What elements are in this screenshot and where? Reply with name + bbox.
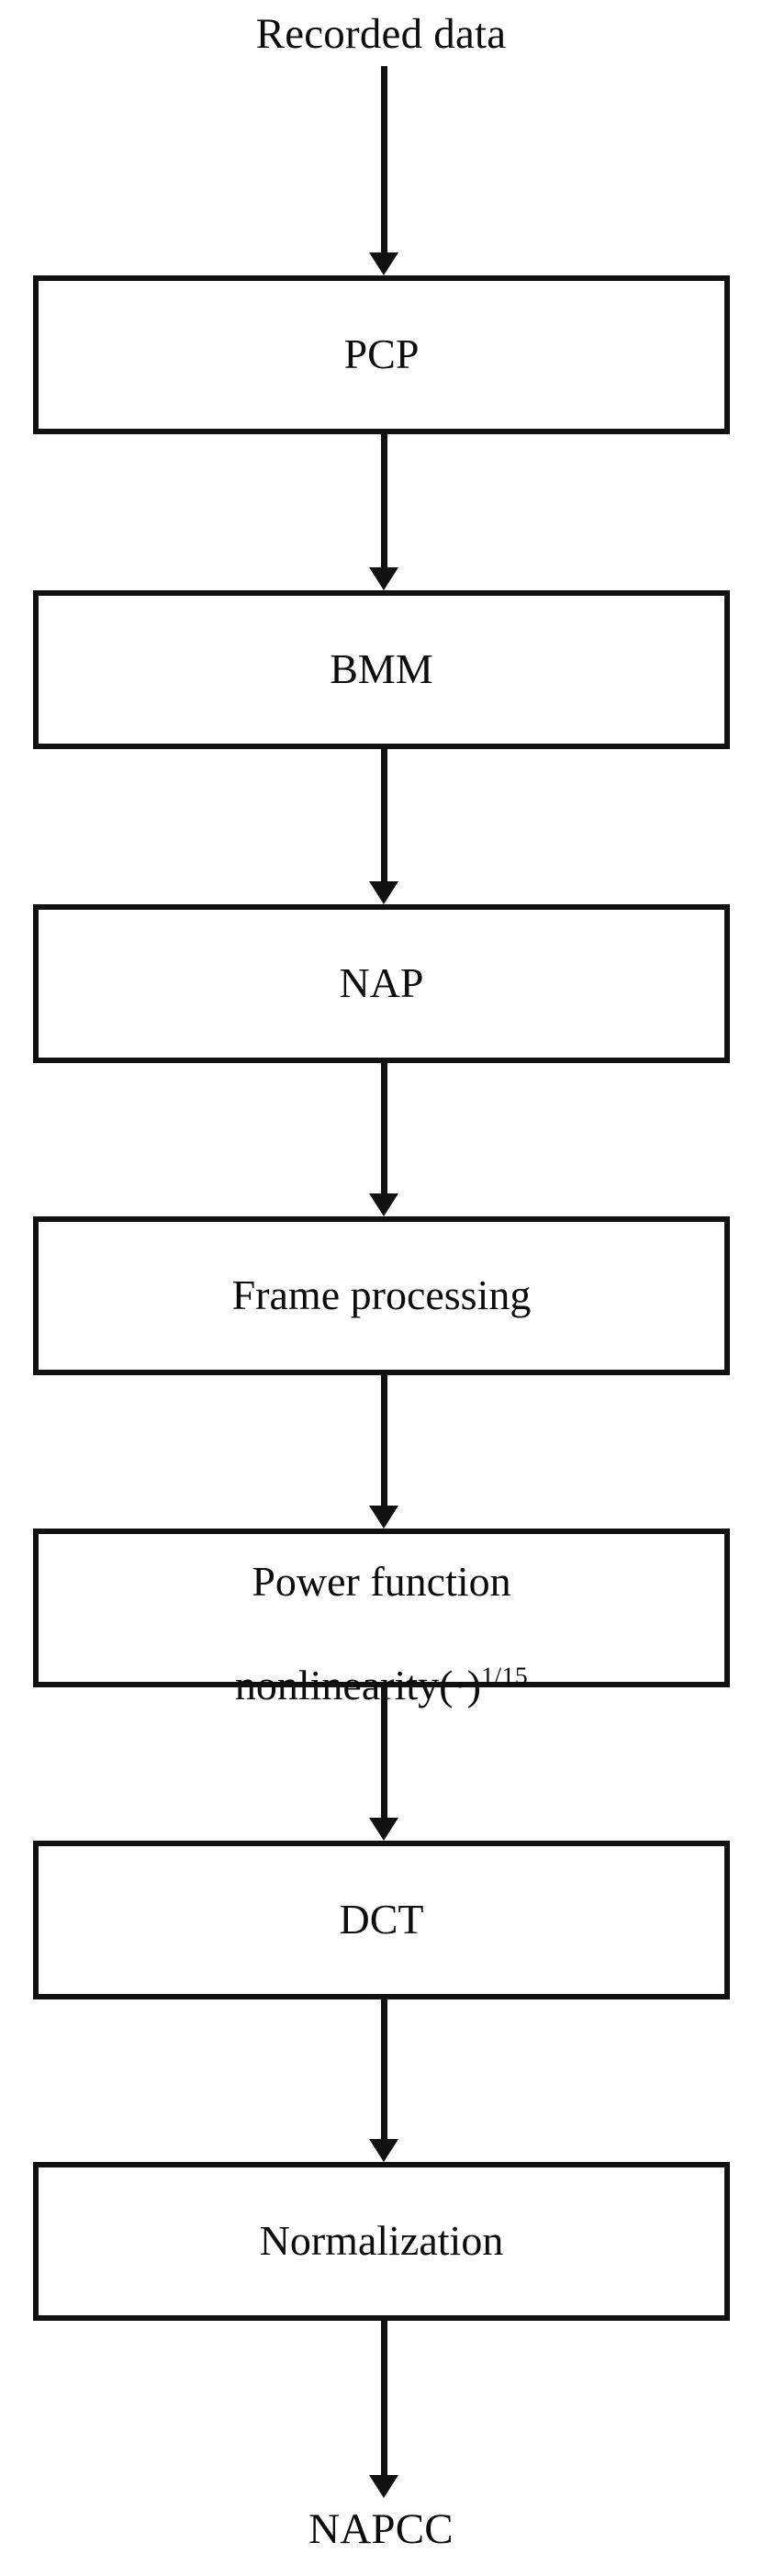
process-node-label-line-2: nonlinearity(·) (234, 1661, 482, 1708)
process-node-pcp[interactable]: PCP (33, 275, 730, 434)
connector-pcp-to-bmm (0, 434, 762, 590)
process-node-nap[interactable]: NAP (33, 904, 730, 1063)
arrow-shaft (381, 434, 387, 567)
arrow-head-icon (369, 252, 398, 275)
process-node-label: DCT (339, 1896, 424, 1943)
connector-input-to-pcp (0, 66, 762, 275)
connector-normalization-to-output (0, 2321, 762, 2498)
process-node-label: NAP (339, 959, 424, 1007)
connector-nap-to-frame-processing (0, 1063, 762, 1216)
input-label: Recorded data (255, 10, 507, 58)
arrow-shaft (381, 2321, 387, 2475)
process-node-frame-processing[interactable]: Frame processing (33, 1216, 730, 1375)
arrow-shaft (381, 749, 387, 881)
process-node-bmm[interactable]: BMM (33, 590, 730, 749)
arrow-shaft (381, 1063, 387, 1193)
process-node-label-line-1: Power function (252, 1558, 511, 1606)
process-node-label: Normalization (259, 2217, 504, 2265)
connector-bmm-to-nap (0, 749, 762, 904)
arrow-head-icon (369, 567, 398, 590)
arrow-head-icon (369, 881, 398, 904)
arrow-head-icon (369, 1818, 398, 1841)
connector-dct-to-normalization (0, 1999, 762, 2162)
arrow-shaft (381, 1375, 387, 1506)
output-label: NAPCC (308, 2505, 454, 2553)
arrow-shaft (381, 1999, 387, 2139)
arrow-head-icon (369, 1193, 398, 1216)
process-node-normalization[interactable]: Normalization (33, 2162, 730, 2321)
arrow-head-icon (369, 2139, 398, 2162)
process-node-label-superscript: 1/15 (481, 1661, 529, 1690)
process-node-label: Power function nonlinearity(·)1/15 (226, 1505, 537, 1710)
process-node-power-function-nonlinearity[interactable]: Power function nonlinearity(·)1/15 (33, 1529, 730, 1708)
process-node-dct[interactable]: DCT (33, 1841, 730, 1999)
arrow-shaft (381, 66, 387, 252)
process-node-label: Frame processing (231, 1271, 532, 1319)
arrow-head-icon (369, 2475, 398, 2498)
process-node-label: BMM (330, 645, 433, 693)
process-node-label: PCP (343, 330, 420, 378)
